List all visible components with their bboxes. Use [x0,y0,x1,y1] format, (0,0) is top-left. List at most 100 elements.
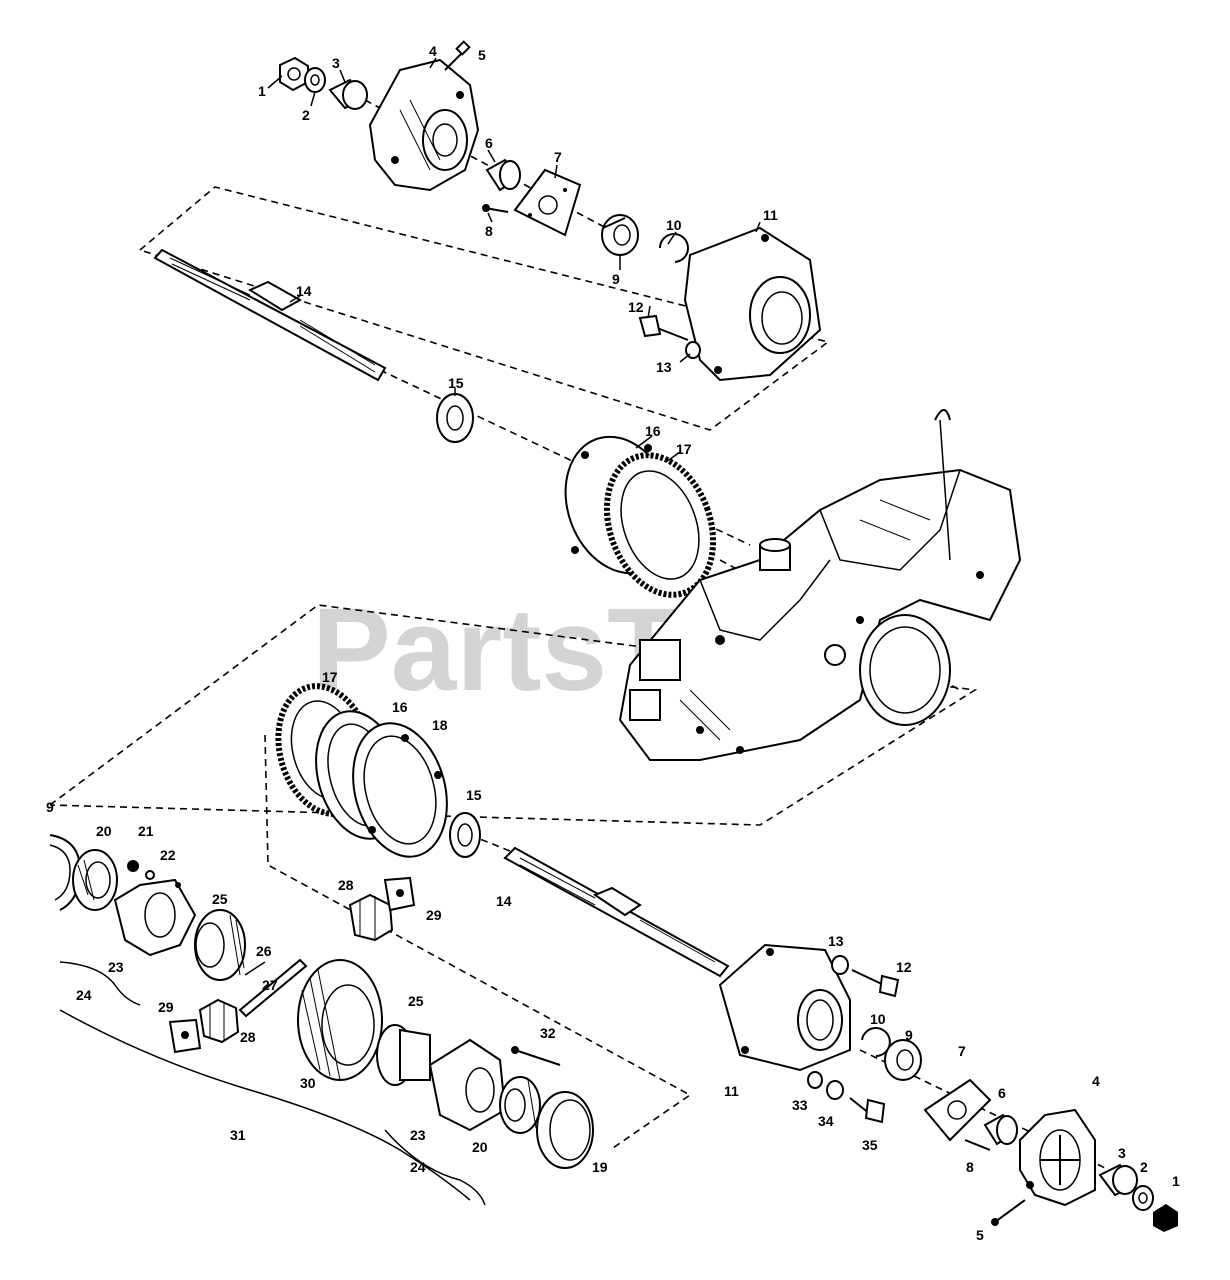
label-mid-28: 28 [338,877,354,893]
washer-22 [145,870,155,880]
mid-gasket-18 [352,722,448,858]
label-mid-17: 17 [322,669,338,685]
label-low-6: 6 [998,1085,1006,1101]
lower-axle-shaft-14 [503,846,730,978]
right-bearing-cone-20 [499,1076,541,1134]
upper-screw-8 [482,204,509,213]
lower-washer-2 [1132,1185,1154,1211]
upper-axle-shaft-14 [153,248,387,382]
label-mid-15: 15 [466,787,482,803]
lower-hub-flange-4 [1019,1108,1096,1207]
label-12: 12 [628,299,644,315]
part-labels: 1 2 3 4 5 6 7 8 9 10 11 12 13 14 15 16 1… [46,43,1180,1243]
label-low-28: 28 [240,1029,256,1045]
upper-snap-ring-10 [659,233,689,263]
lower-bearing-9 [884,1039,922,1081]
lower-bearing-6 [983,1113,1018,1146]
washer-34 [826,1080,844,1100]
label-mid-29: 29 [426,907,442,923]
upper-bearing-6 [485,158,521,192]
label-low-19: 19 [592,1159,608,1175]
label-low-10: 10 [870,1011,886,1027]
lower-snap-ring-10 [861,1027,891,1057]
bearing-cup-19 [536,1091,594,1169]
label-low-1: 1 [1172,1173,1180,1189]
left-carrier-23 [113,878,197,957]
bolt-35 [849,1097,886,1124]
upper-bearing-9 [601,214,639,256]
lower-screw-8 [964,1139,991,1151]
label-mid-16: 16 [392,699,408,715]
side-gear-25-upper [194,909,246,981]
label-mid-27: 27 [262,977,278,993]
label-low-25: 25 [408,993,424,1009]
label-mid-13: 13 [828,933,844,949]
label-mid-22: 22 [160,847,176,863]
label-14: 14 [296,283,312,299]
label-17: 17 [676,441,692,457]
label-low-5: 5 [976,1227,984,1243]
leader-lines [267,57,761,463]
label-13: 13 [656,359,672,375]
upper-seal-15 [436,393,474,443]
label-mid-12: 12 [896,959,912,975]
label-low-33: 33 [792,1097,808,1113]
pinion-gear-28-upper [348,893,394,942]
label-5: 5 [478,47,486,63]
nut-21 [127,860,139,872]
label-mid-25: 25 [212,891,228,907]
label-4: 4 [429,43,437,59]
right-carrier-23 [428,1038,507,1132]
label-8: 8 [485,223,493,239]
label-10: 10 [666,217,682,233]
label-low-24: 24 [410,1159,426,1175]
pin-26 [244,961,266,976]
lower-nut-1 [1153,1204,1178,1232]
upper-housing-11 [683,226,822,382]
label-11: 11 [763,207,778,223]
label-low-34: 34 [818,1113,834,1129]
upper-washer-2 [304,67,326,93]
lower-bushing-3 [1098,1163,1138,1197]
label-1: 1 [258,83,266,99]
label-3: 3 [332,55,340,71]
label-6: 6 [485,135,493,151]
upper-nut-1 [279,56,309,92]
label-15: 15 [448,375,464,391]
label-low-4: 4 [1092,1073,1100,1089]
thrust-block-29-upper [383,876,416,912]
upper-bolt-5 [444,40,471,71]
upper-hub-flange [368,58,480,192]
label-mid-14: 14 [496,893,512,909]
label-9: 9 [612,271,620,287]
label-mid-26: 26 [256,943,272,959]
label-low-29: 29 [158,999,174,1015]
left-bearing-cone-20 [72,849,118,911]
label-7: 7 [554,149,562,165]
lower-bolt-5 [991,1199,1026,1226]
label-low-9: 9 [905,1027,913,1043]
pinion-gear-28-lower [198,998,240,1044]
lower-bolt-12 [851,969,900,998]
label-low-7: 7 [958,1043,966,1059]
upper-bushing-3 [328,78,368,110]
label-mid-20: 20 [96,823,112,839]
pinion-shaft-27 [238,958,308,1018]
label-low-23: 23 [410,1127,426,1143]
label-mid-23: 23 [108,959,124,975]
label-low-35: 35 [862,1137,878,1153]
mid-seal-15 [449,812,481,858]
label-low-3: 3 [1118,1145,1126,1161]
label-low-8: 8 [966,1159,974,1175]
bolt-32 [511,1046,561,1066]
assembly-braces [59,961,486,1206]
label-low-11: 11 [724,1083,739,1099]
upper-bolt-12 [638,314,689,341]
label-2: 2 [302,107,310,123]
label-low-2: 2 [1140,1159,1148,1175]
label-mid-24: 24 [76,987,92,1003]
label-mid-21: 21 [138,823,154,839]
washer-33 [807,1071,823,1089]
side-gear-25-lower [376,1024,431,1086]
